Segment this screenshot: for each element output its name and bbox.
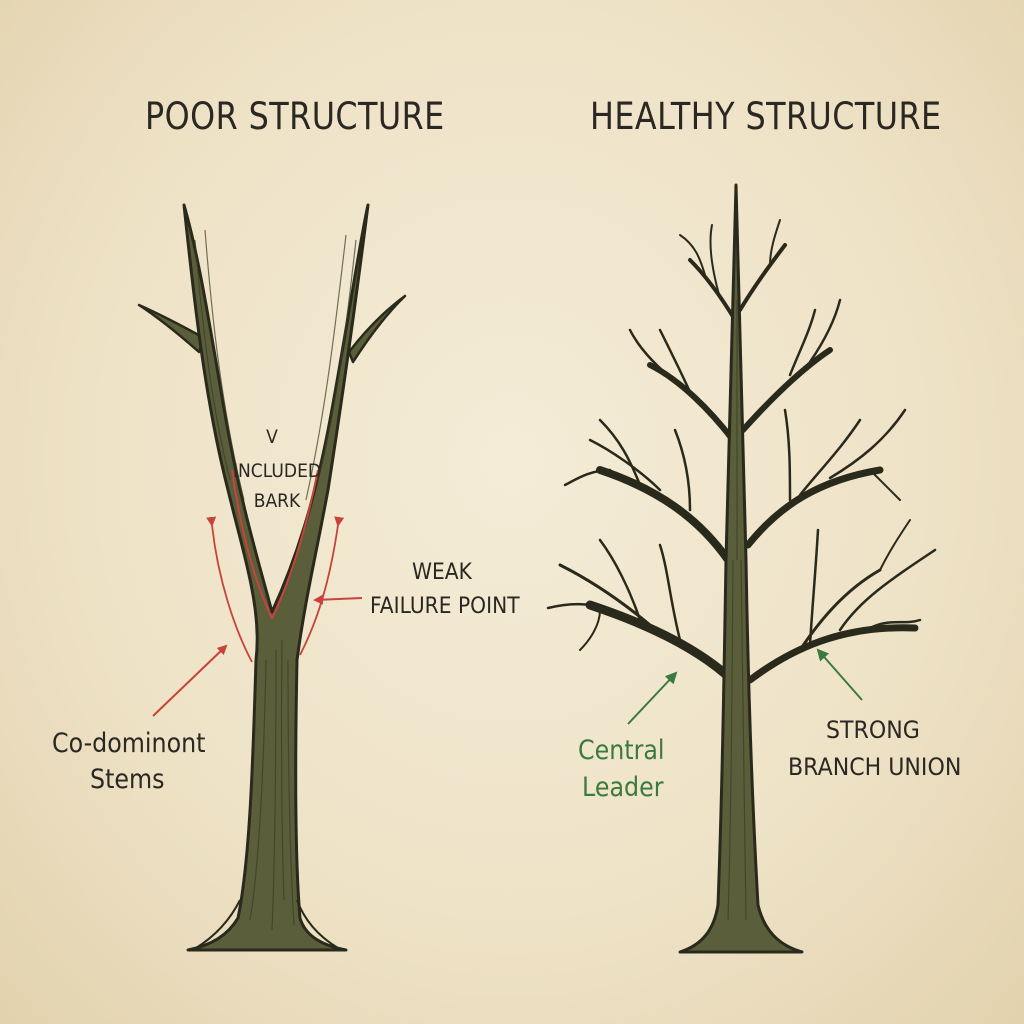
weak-label-line1: WEAK [412,560,472,585]
poor-structure-title: POOR STRUCTURE [145,95,445,138]
included-bark-label-line2: BARK [253,490,301,512]
central-leader-arrow [627,671,678,725]
right-side-twig [347,294,407,364]
co-dominant-stems-label-line2: Stems [90,764,165,795]
healthy-branches [546,219,937,685]
v-label: V [266,426,278,448]
co-dominant-stems-label-line1: Co-dominont [52,728,206,759]
strong-union-label-line1: STRONG [826,716,920,744]
weak-point-arrow [313,594,363,605]
bark-texture [194,229,357,931]
stems-arrow [152,644,228,717]
weak-label-line2: FAILURE POINT [370,594,520,619]
healthy-bark-texture [727,300,747,921]
healthy-structure-title: HEALTHY STRUCTURE [590,95,942,138]
poor-structure-tree [137,203,407,952]
poor-roots [195,899,339,949]
co-dominant-trunk [182,203,370,952]
branch-union-arrow [816,648,863,701]
included-bark-outline [231,469,319,621]
healthy-structure-tree [546,183,937,954]
central-leader-label-line2: Leader [582,772,664,803]
union-outline-left [206,516,253,663]
strong-union-label-line2: BRANCH UNION [788,753,962,781]
central-leader-label-line1: Central [578,735,665,766]
left-side-twig [137,303,206,354]
included-bark-label-line1: INCLUDED [232,460,322,482]
